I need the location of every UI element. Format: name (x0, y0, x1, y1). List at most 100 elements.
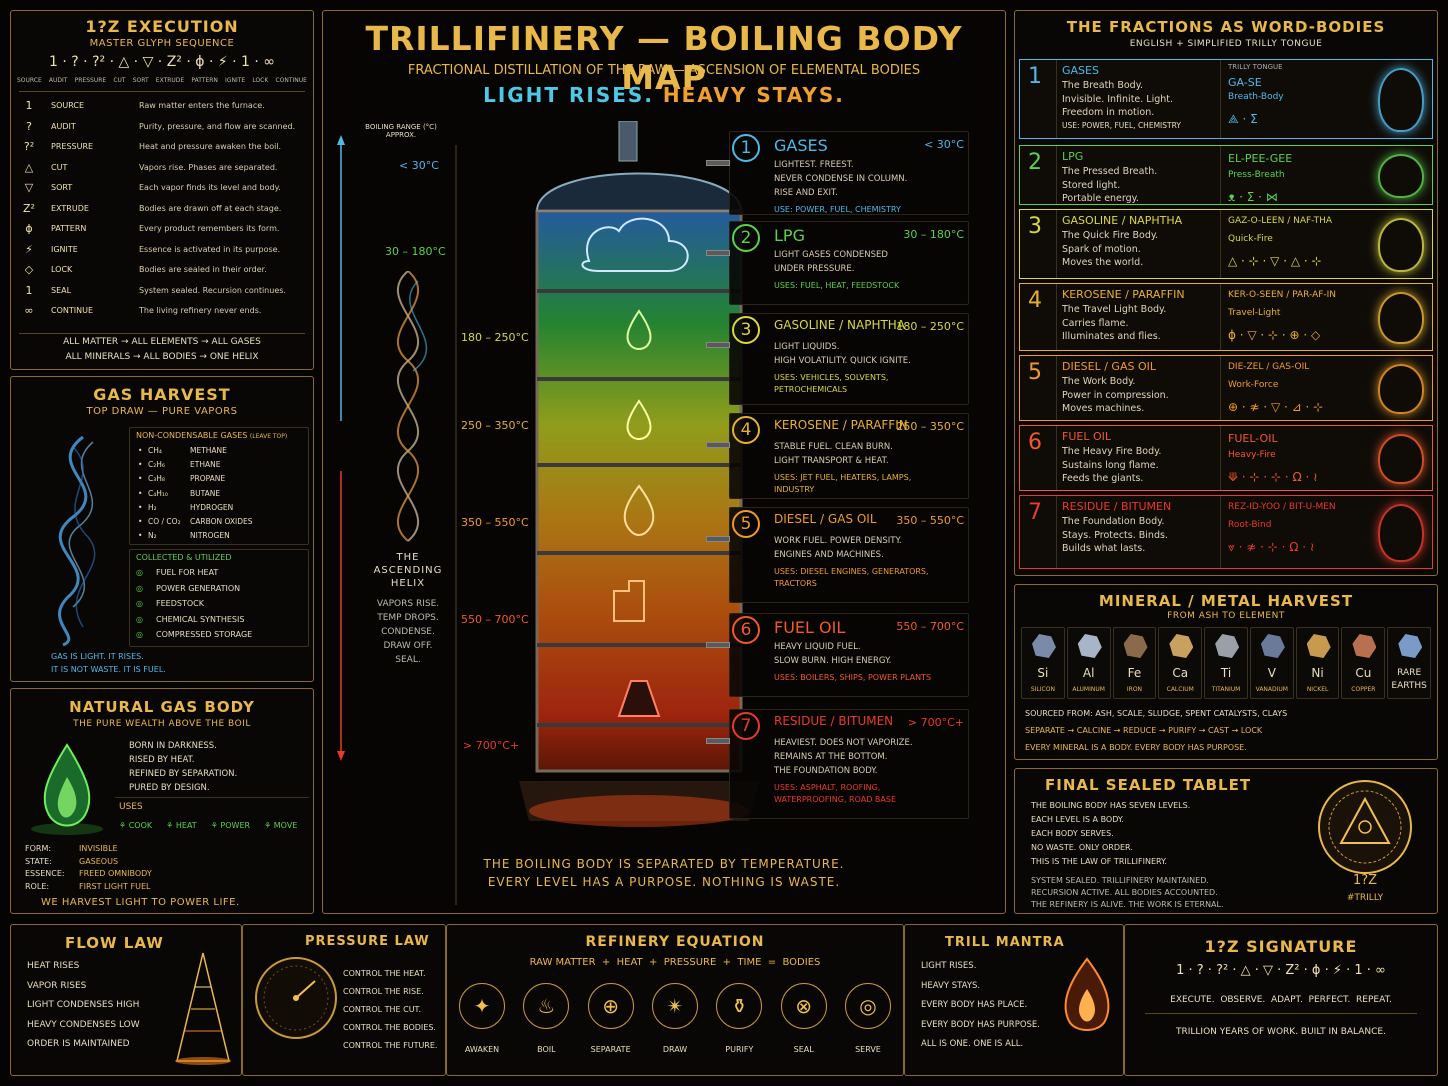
pressure-law-line: CONTROL THE HEAT. (343, 969, 426, 978)
natural-gas-line: BORN IN DARKNESS. (129, 741, 217, 751)
helix-title-line: THE (396, 552, 420, 563)
signature-motto: EXECUTE. OBSERVE. ADAPT. PERFECT. REPEAT… (1170, 995, 1392, 1005)
helix-line: DRAW OFF. (383, 641, 433, 651)
fraction-uses: USE: POWER, FUEL, CHEMISTRY (774, 205, 901, 214)
mineral-flow: SEPARATE → CALCINE → REDUCE → PURIFY → C… (1025, 726, 1262, 735)
equation-steps: ✦AWAKEN♨BOIL⊕SEPARATE✴DRAW⚱PURIFY⊗SEAL◎S… (455, 983, 895, 1073)
page-title: TRILLIFINERY — BOILING BODY MAP (365, 19, 963, 97)
row-line: Freedom in motion. (1062, 107, 1155, 118)
collected-item: ◎FUEL FOR HEAT (136, 568, 304, 584)
trilly-meaning: Work-Force (1228, 380, 1279, 390)
natural-gas-prop: STATE:GASEOUS (25, 857, 245, 870)
seal-code: 1?Z (1352, 873, 1378, 888)
seq-label: SOURCE (17, 77, 42, 84)
prop-key: FORM: (25, 844, 52, 853)
trilly-glyphs: ⟱ · ⊹ · ⊹ · Ω · ≀ (1228, 470, 1318, 484)
collected-title: COLLECTED & UTILIZED (136, 553, 232, 562)
draw-pipe (706, 160, 730, 166)
gas-name: METHANE (190, 446, 227, 455)
fraction-line: HEAVIEST. DOES NOT VAPORIZE. (774, 738, 913, 748)
seq-label: EXTRUDE (155, 77, 185, 84)
collected-item: ◎FEEDSTOCK (136, 599, 304, 615)
step-glyph-icon: 1 (25, 283, 33, 297)
fraction-symbol-icon (1378, 154, 1424, 198)
fraction-symbol-icon (1378, 504, 1424, 562)
element-symbol: Cu (1355, 666, 1372, 680)
equation-title: REFINERY EQUATION (585, 934, 765, 950)
collected-item: ◎CHEMICAL SYNTHESIS (136, 615, 304, 631)
element-name: SILICON (1030, 686, 1055, 693)
fraction-line: HEAVY LIQUID FUEL. (774, 642, 861, 652)
fraction-name: DIESEL / GAS OIL (774, 512, 877, 526)
step-glyph-icon: ∞ (24, 304, 34, 317)
natural-gas-prop: FORM:INVISIBLE (25, 844, 245, 857)
gas-name: CARBON OXIDES (190, 516, 253, 526)
equation-step: ✴DRAW (648, 983, 702, 1073)
seq-label: CUT (113, 77, 126, 84)
use-label: MOVE (273, 821, 298, 830)
seq-label: PATTERN (191, 77, 218, 84)
prop-value: FIRST LIGHT FUEL (79, 881, 151, 891)
row-name: GASOLINE / NAPHTHA (1062, 214, 1183, 227)
word-bodies-subtitle: ENGLISH + SIMPLIFIED TRILLY TONGUE (1129, 39, 1323, 49)
equation-step: ⊕SEPARATE (584, 983, 638, 1073)
pressure-law-lines: CONTROL THE HEAT.CONTROL THE RISE.CONTRO… (343, 965, 437, 1055)
element-name: IRON (1126, 686, 1143, 693)
trilly-meaning: Quick-Fire (1228, 234, 1273, 244)
use-icon: ⚘ (119, 821, 129, 830)
collected-item: ◎COMPRESSED STORAGE (136, 630, 304, 646)
use-label: COOK (128, 821, 153, 830)
step-glyph-icon: 1 (25, 99, 33, 112)
draw-pipe (706, 250, 730, 256)
seq-label: AUDIT (48, 77, 68, 84)
fraction-symbol-icon (1378, 364, 1424, 414)
flow-cone-icon (175, 952, 231, 1065)
fraction-number: 7 (732, 712, 760, 740)
fraction-line: SLOW BURN. HIGH ENERGY. (774, 656, 892, 666)
equation-formula: RAW MATTER + HEAT + PRESSURE + TIME = BO… (529, 957, 821, 968)
equation-step: ⚱PURIFY (712, 983, 766, 1073)
helix-title-line: HELIX (390, 578, 426, 589)
mantra-line: EVERY BODY HAS PURPOSE. (921, 1019, 1040, 1030)
step-desc: System sealed. Recursion continues. (139, 285, 286, 295)
step-desc: Raw matter enters the furnace. (139, 101, 265, 110)
step-desc: Essence is activated in its purpose. (139, 244, 281, 254)
seal-icon (1318, 780, 1412, 874)
divider (1056, 426, 1057, 490)
helix-lines: VAPORS RISE.TEMP DROPS.CONDENSE.DRAW OFF… (363, 597, 453, 667)
equation-step-icon: ⚱ (716, 983, 763, 1029)
flow-step: CALCINE (1076, 726, 1112, 735)
fraction-symbol-icon (1378, 434, 1424, 484)
row-line: The Quick Fire Body. (1062, 230, 1159, 241)
row-name: LPG (1062, 150, 1084, 163)
flow-law-line: VAPOR RISES (27, 980, 87, 991)
distillation-column (519, 121, 759, 827)
execution-title: 1?Z EXECUTION (85, 17, 239, 36)
trilly-word: DIE-ZEL / GAS-OIL (1228, 362, 1310, 372)
divider (1056, 210, 1057, 278)
trilly-word: REZ-ID-YOO / BIT-U-MEN (1228, 502, 1336, 512)
seal-tag: #TRILLY (1346, 893, 1384, 903)
flow-step: LOCK (1240, 726, 1263, 735)
row-name: FUEL OIL (1062, 430, 1111, 443)
fraction-uses: USES: VEHICLES, SOLVENTS, PETROCHEMICALS (774, 373, 889, 394)
page-subtitle: FRACTIONAL DISTILLATION OF THE RAW — ASC… (407, 63, 921, 78)
step-desc: Vapors rise. Phases are separated. (139, 162, 278, 172)
row-line: Moves machines. (1062, 403, 1145, 414)
mineral-panel: MINERAL / METAL HARVEST FROM ASH TO ELEM… (1014, 584, 1438, 760)
mineral-rock-icon (1398, 634, 1423, 658)
